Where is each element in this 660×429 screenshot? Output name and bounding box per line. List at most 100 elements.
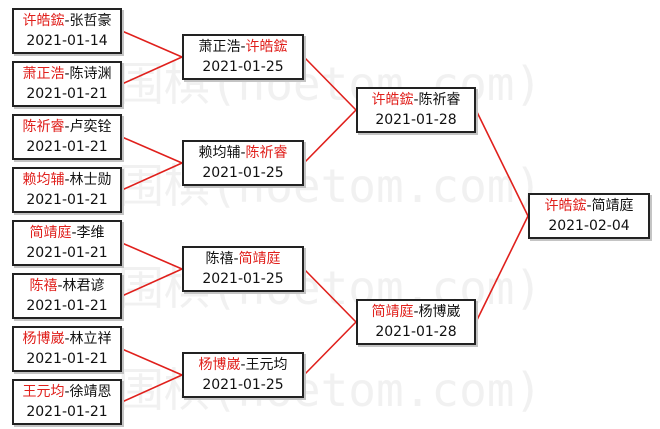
match-players: 简靖庭-李维 <box>29 223 104 243</box>
loser-name: 林君谚 <box>62 278 105 294</box>
match-box: 简靖庭-李维 2021-01-21 <box>12 220 122 266</box>
loser-name: 王元均 <box>245 357 288 373</box>
match-box: 杨博崴-王元均 2021-01-25 <box>182 352 304 398</box>
separator: - <box>413 304 419 320</box>
connector-line <box>303 56 357 111</box>
winner-name: 简靖庭 <box>371 304 414 320</box>
winner-name: 陈禧 <box>29 278 58 294</box>
winner-name: 许皓鋐 <box>544 198 587 214</box>
winner-name: 杨博崴 <box>198 357 241 373</box>
separator: - <box>586 198 592 214</box>
match-box: 许皓鋐-张哲豪 2021-01-14 <box>12 8 122 54</box>
connector-line <box>121 268 183 297</box>
match-date: 2021-01-21 <box>26 298 108 314</box>
match-players: 陈祈睿-卢奕铨 <box>22 117 111 137</box>
loser-name: 赖均辅 <box>198 145 241 161</box>
connector-line <box>303 109 357 164</box>
loser-name: 萧正浩 <box>198 39 241 55</box>
match-players: 许皓鋐-陈祈睿 <box>371 90 460 110</box>
connector-line <box>121 30 183 58</box>
loser-name: 简靖庭 <box>591 198 634 214</box>
winner-name: 赖均辅 <box>22 172 65 188</box>
separator: - <box>64 13 70 29</box>
match-box: 陈禧-林君谚 2021-01-21 <box>12 273 122 319</box>
match-players: 萧正浩-陈诗渊 <box>22 64 111 84</box>
loser-name: 陈祈睿 <box>418 92 461 108</box>
loser-name: 林立祥 <box>69 331 112 347</box>
match-players: 杨博崴-林立祥 <box>22 329 111 349</box>
connector-line <box>121 242 183 270</box>
final-match-box: 许皓鋐-简靖庭 2021-02-04 <box>528 193 650 239</box>
match-date: 2021-01-25 <box>202 271 284 287</box>
winner-name: 萧正浩 <box>22 66 65 82</box>
loser-name: 徐靖恩 <box>69 384 112 400</box>
match-players: 陈禧-简靖庭 <box>205 249 280 269</box>
loser-name: 林士勋 <box>69 172 112 188</box>
separator: - <box>71 225 77 241</box>
winner-name: 许皓鋐 <box>371 92 414 108</box>
separator: - <box>240 357 246 373</box>
winner-name: 简靖庭 <box>29 225 72 241</box>
match-date: 2021-01-21 <box>26 245 108 261</box>
connector-line <box>475 215 529 323</box>
winner-name: 简靖庭 <box>238 251 281 267</box>
loser-name: 陈禧 <box>205 251 234 267</box>
winner-name: 陈祈睿 <box>22 119 65 135</box>
match-box: 陈祈睿-卢奕铨 2021-01-21 <box>12 114 122 160</box>
match-players: 简靖庭-杨博崴 <box>371 302 460 322</box>
connector-line <box>475 109 529 217</box>
match-box: 王元均-徐靖恩 2021-01-21 <box>12 379 122 425</box>
loser-name: 陈诗渊 <box>69 66 112 82</box>
match-box: 许皓鋐-陈祈睿 2021-01-28 <box>356 87 476 133</box>
match-date: 2021-01-25 <box>202 377 284 393</box>
match-players: 赖均辅-陈祈睿 <box>198 143 287 163</box>
connector-line <box>121 348 183 376</box>
separator: - <box>413 92 419 108</box>
match-box: 陈禧-简靖庭 2021-01-25 <box>182 246 304 292</box>
match-date: 2021-01-21 <box>26 192 108 208</box>
separator: - <box>64 66 70 82</box>
winner-name: 王元均 <box>22 384 65 400</box>
match-players: 杨博崴-王元均 <box>198 355 287 375</box>
match-players: 陈禧-林君谚 <box>29 276 104 296</box>
separator: - <box>64 384 70 400</box>
connector-line <box>121 136 183 164</box>
match-box: 赖均辅-林士勋 2021-01-21 <box>12 167 122 213</box>
match-players: 萧正浩-许皓鋐 <box>198 37 287 57</box>
match-date: 2021-02-04 <box>548 218 630 234</box>
match-date: 2021-01-28 <box>375 112 457 128</box>
connector-line <box>303 321 357 376</box>
connector-line <box>303 268 357 323</box>
separator: - <box>240 39 246 55</box>
separator: - <box>64 119 70 135</box>
separator: - <box>240 145 246 161</box>
match-box: 简靖庭-杨博崴 2021-01-28 <box>356 299 476 345</box>
match-date: 2021-01-21 <box>26 404 108 420</box>
separator: - <box>233 251 239 267</box>
match-date: 2021-01-14 <box>26 33 108 49</box>
match-box: 赖均辅-陈祈睿 2021-01-25 <box>182 140 304 186</box>
match-players: 赖均辅-林士勋 <box>22 170 111 190</box>
separator: - <box>64 331 70 347</box>
connector-line <box>121 56 183 85</box>
winner-name: 许皓鋐 <box>245 39 288 55</box>
connector-line <box>121 162 183 191</box>
loser-name: 卢奕铨 <box>69 119 112 135</box>
loser-name: 张哲豪 <box>69 13 112 29</box>
match-box: 杨博崴-林立祥 2021-01-21 <box>12 326 122 372</box>
match-date: 2021-01-21 <box>26 139 108 155</box>
separator: - <box>64 172 70 188</box>
match-date: 2021-01-28 <box>375 324 457 340</box>
loser-name: 杨博崴 <box>418 304 461 320</box>
match-players: 王元均-徐靖恩 <box>22 382 111 402</box>
connector-line <box>121 374 183 403</box>
match-date: 2021-01-21 <box>26 351 108 367</box>
winner-name: 陈祈睿 <box>245 145 288 161</box>
winner-name: 杨博崴 <box>22 331 65 347</box>
match-players: 许皓鋐-张哲豪 <box>22 11 111 31</box>
match-date: 2021-01-25 <box>202 165 284 181</box>
